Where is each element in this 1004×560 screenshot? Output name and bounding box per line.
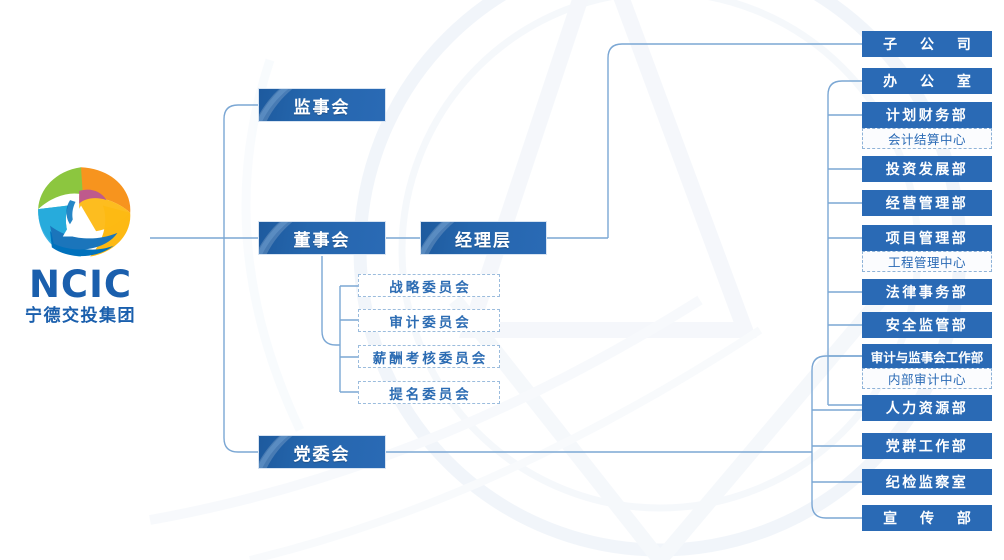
box-label: 法律事务部 <box>885 285 969 301</box>
box-label: 人力资源部 <box>885 401 969 417</box>
box-project-management[interactable]: 项目管理部 <box>862 225 992 251</box>
box-human-resources[interactable]: 人力资源部 <box>862 395 992 421</box>
box-label: 经营管理部 <box>885 196 969 212</box>
box-planning-finance[interactable]: 计划财务部 <box>862 102 992 128</box>
box-management-level[interactable]: 经理层 <box>420 221 547 255</box>
box-label: 投资发展部 <box>885 162 969 178</box>
box-publicity[interactable]: 宣 传 部 <box>862 505 992 531</box>
box-discipline-inspection[interactable]: 纪检监察室 <box>862 469 992 495</box>
subbox-internal-audit-center[interactable]: 内部审计中心 <box>862 368 992 389</box>
box-label: 审计与监事会工作部 <box>870 349 984 365</box>
box-label: 经理层 <box>455 230 512 251</box>
box-label: 薪酬考核委员会 <box>372 350 489 367</box>
box-label: 宣 传 部 <box>883 511 980 527</box>
box-audit-committee[interactable]: 审计委员会 <box>358 309 500 332</box>
logo-wordmark: NCIC <box>28 263 133 306</box>
logo-subtitle: 宁德交投集团 <box>25 305 136 326</box>
box-supervisory-board[interactable]: 监事会 <box>258 88 386 122</box>
box-investment-development[interactable]: 投资发展部 <box>862 156 992 182</box>
subbox-accounting-settlement-center[interactable]: 会计结算中心 <box>862 128 992 149</box>
box-label: 子 公 司 <box>883 37 980 53</box>
box-subsidiary[interactable]: 子 公 司 <box>862 31 992 57</box>
subbox-label: 内部审计中心 <box>887 372 966 387</box>
company-logo: NCIC 宁德交投集团 <box>8 160 153 326</box>
box-label: 提名委员会 <box>389 386 472 403</box>
box-label: 计划财务部 <box>885 108 969 124</box>
box-operations-management[interactable]: 经营管理部 <box>862 190 992 216</box>
box-label: 监事会 <box>293 97 351 118</box>
box-nomination-committee[interactable]: 提名委员会 <box>358 381 500 404</box>
box-legal-affairs[interactable]: 法律事务部 <box>862 279 992 305</box>
ncic-petal-logo-icon <box>37 167 130 257</box>
box-label: 审计委员会 <box>389 314 472 331</box>
box-party-committee[interactable]: 党委会 <box>258 435 386 469</box>
box-safety-supervision[interactable]: 安全监管部 <box>862 312 992 338</box>
box-label: 办 公 室 <box>883 74 980 90</box>
box-board-of-directors[interactable]: 董事会 <box>258 221 386 255</box>
box-party-mass-work[interactable]: 党群工作部 <box>862 433 992 459</box>
box-office[interactable]: 办 公 室 <box>862 68 992 94</box>
subbox-label: 会计结算中心 <box>887 132 966 147</box>
box-audit-supervisory-work[interactable]: 审计与监事会工作部 <box>862 344 992 368</box>
box-label: 安全监管部 <box>885 318 969 334</box>
box-label: 项目管理部 <box>885 231 969 247</box>
box-label: 党委会 <box>293 444 351 465</box>
box-label: 战略委员会 <box>389 279 472 296</box>
box-remuneration-committee[interactable]: 薪酬考核委员会 <box>358 345 500 368</box>
box-strategy-committee[interactable]: 战略委员会 <box>358 274 500 297</box>
box-label: 党群工作部 <box>885 439 969 455</box>
subbox-engineering-management-center[interactable]: 工程管理中心 <box>862 251 992 272</box>
box-label: 董事会 <box>293 230 351 251</box>
box-label: 纪检监察室 <box>885 475 969 491</box>
subbox-label: 工程管理中心 <box>887 255 966 270</box>
